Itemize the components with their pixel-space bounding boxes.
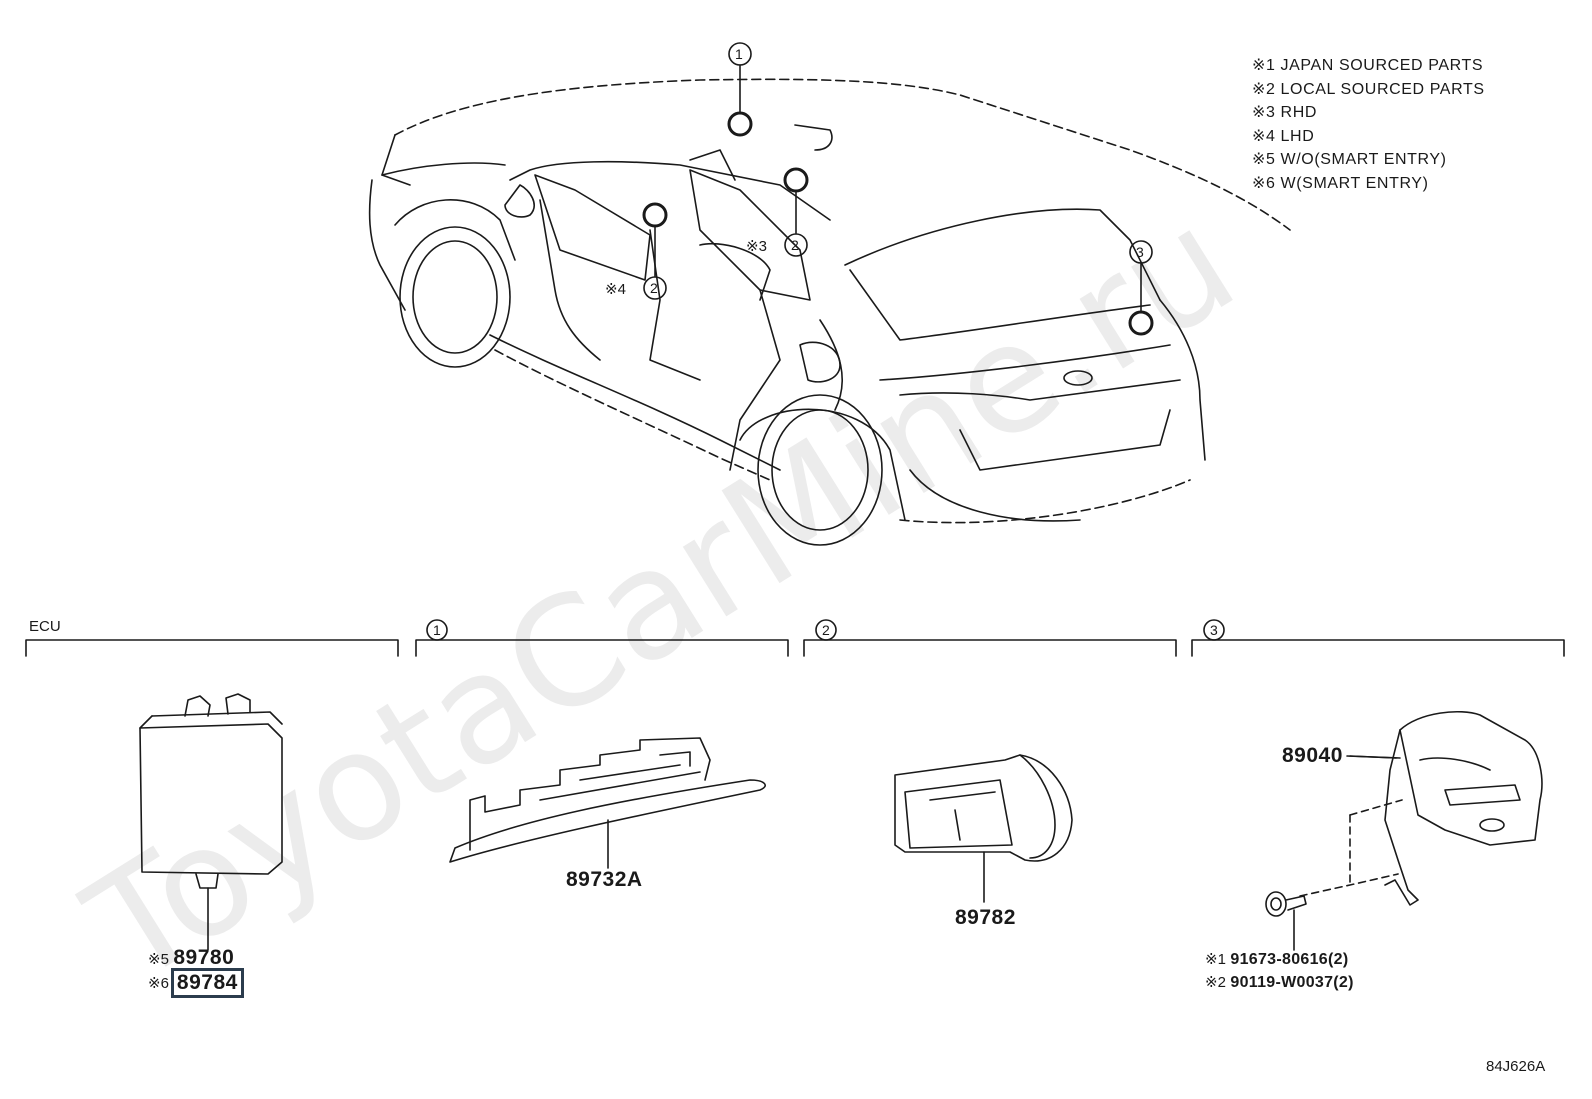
section-header-3: 3	[1210, 622, 1218, 638]
part-number[interactable]: 91673-80616(2)	[1230, 951, 1349, 968]
part-number-highlighted[interactable]: 89784	[170, 968, 244, 998]
section-header-ecu: ECU	[29, 618, 61, 635]
diagram-code: 84J626A	[1486, 1058, 1546, 1075]
note-marker: ※1	[1205, 951, 1226, 968]
part-number[interactable]: 89732A	[566, 868, 643, 891]
bolt-label-row: ※1 91673-80616(2)	[1205, 950, 1348, 969]
section-header-1: 1	[433, 622, 441, 638]
callout-number: 3	[1136, 244, 1144, 260]
callout-note: ※4	[605, 281, 626, 298]
bolt-label-row: ※2 90119-W0037(2)	[1205, 973, 1354, 992]
ecu-module	[139, 693, 283, 951]
legend-note: ※4 LHD	[1252, 127, 1315, 145]
callout-number: 2	[650, 280, 658, 296]
callout-note: ※3	[746, 238, 767, 255]
callout-number: 1	[735, 46, 743, 62]
legend-note: ※5 W/O(SMART ENTRY)	[1252, 151, 1447, 168]
part-number: 89780	[173, 946, 235, 969]
callout-number: 2	[791, 237, 799, 253]
ecu-label-row: ※5 89780	[148, 946, 234, 970]
part-89732a	[449, 737, 766, 869]
legend-notes: ※1 JAPAN SOURCED PARTS ※2 LOCAL SOURCED …	[1252, 54, 1485, 195]
legend-note: ※1 JAPAN SOURCED PARTS	[1252, 57, 1484, 74]
part-number[interactable]: 89782	[955, 906, 1016, 929]
note-marker: ※6	[148, 975, 169, 992]
section-brackets	[25, 619, 1565, 657]
note-marker: ※5	[148, 951, 169, 968]
section-header-2: 2	[822, 622, 830, 638]
legend-note: ※6 W(SMART ENTRY)	[1252, 174, 1429, 192]
legend-note: ※2 LOCAL SOURCED PARTS	[1252, 80, 1485, 98]
car-illustration	[368, 78, 1291, 546]
ecu-label-row: ※6 89784	[148, 968, 244, 998]
note-marker: ※2	[1205, 974, 1226, 991]
part-number[interactable]: 89040	[1282, 744, 1343, 767]
part-89782	[894, 754, 1073, 903]
part-number[interactable]: 90119-W0037(2)	[1230, 974, 1354, 991]
legend-note: ※3 RHD	[1252, 104, 1318, 121]
car-callouts	[642, 42, 1154, 336]
